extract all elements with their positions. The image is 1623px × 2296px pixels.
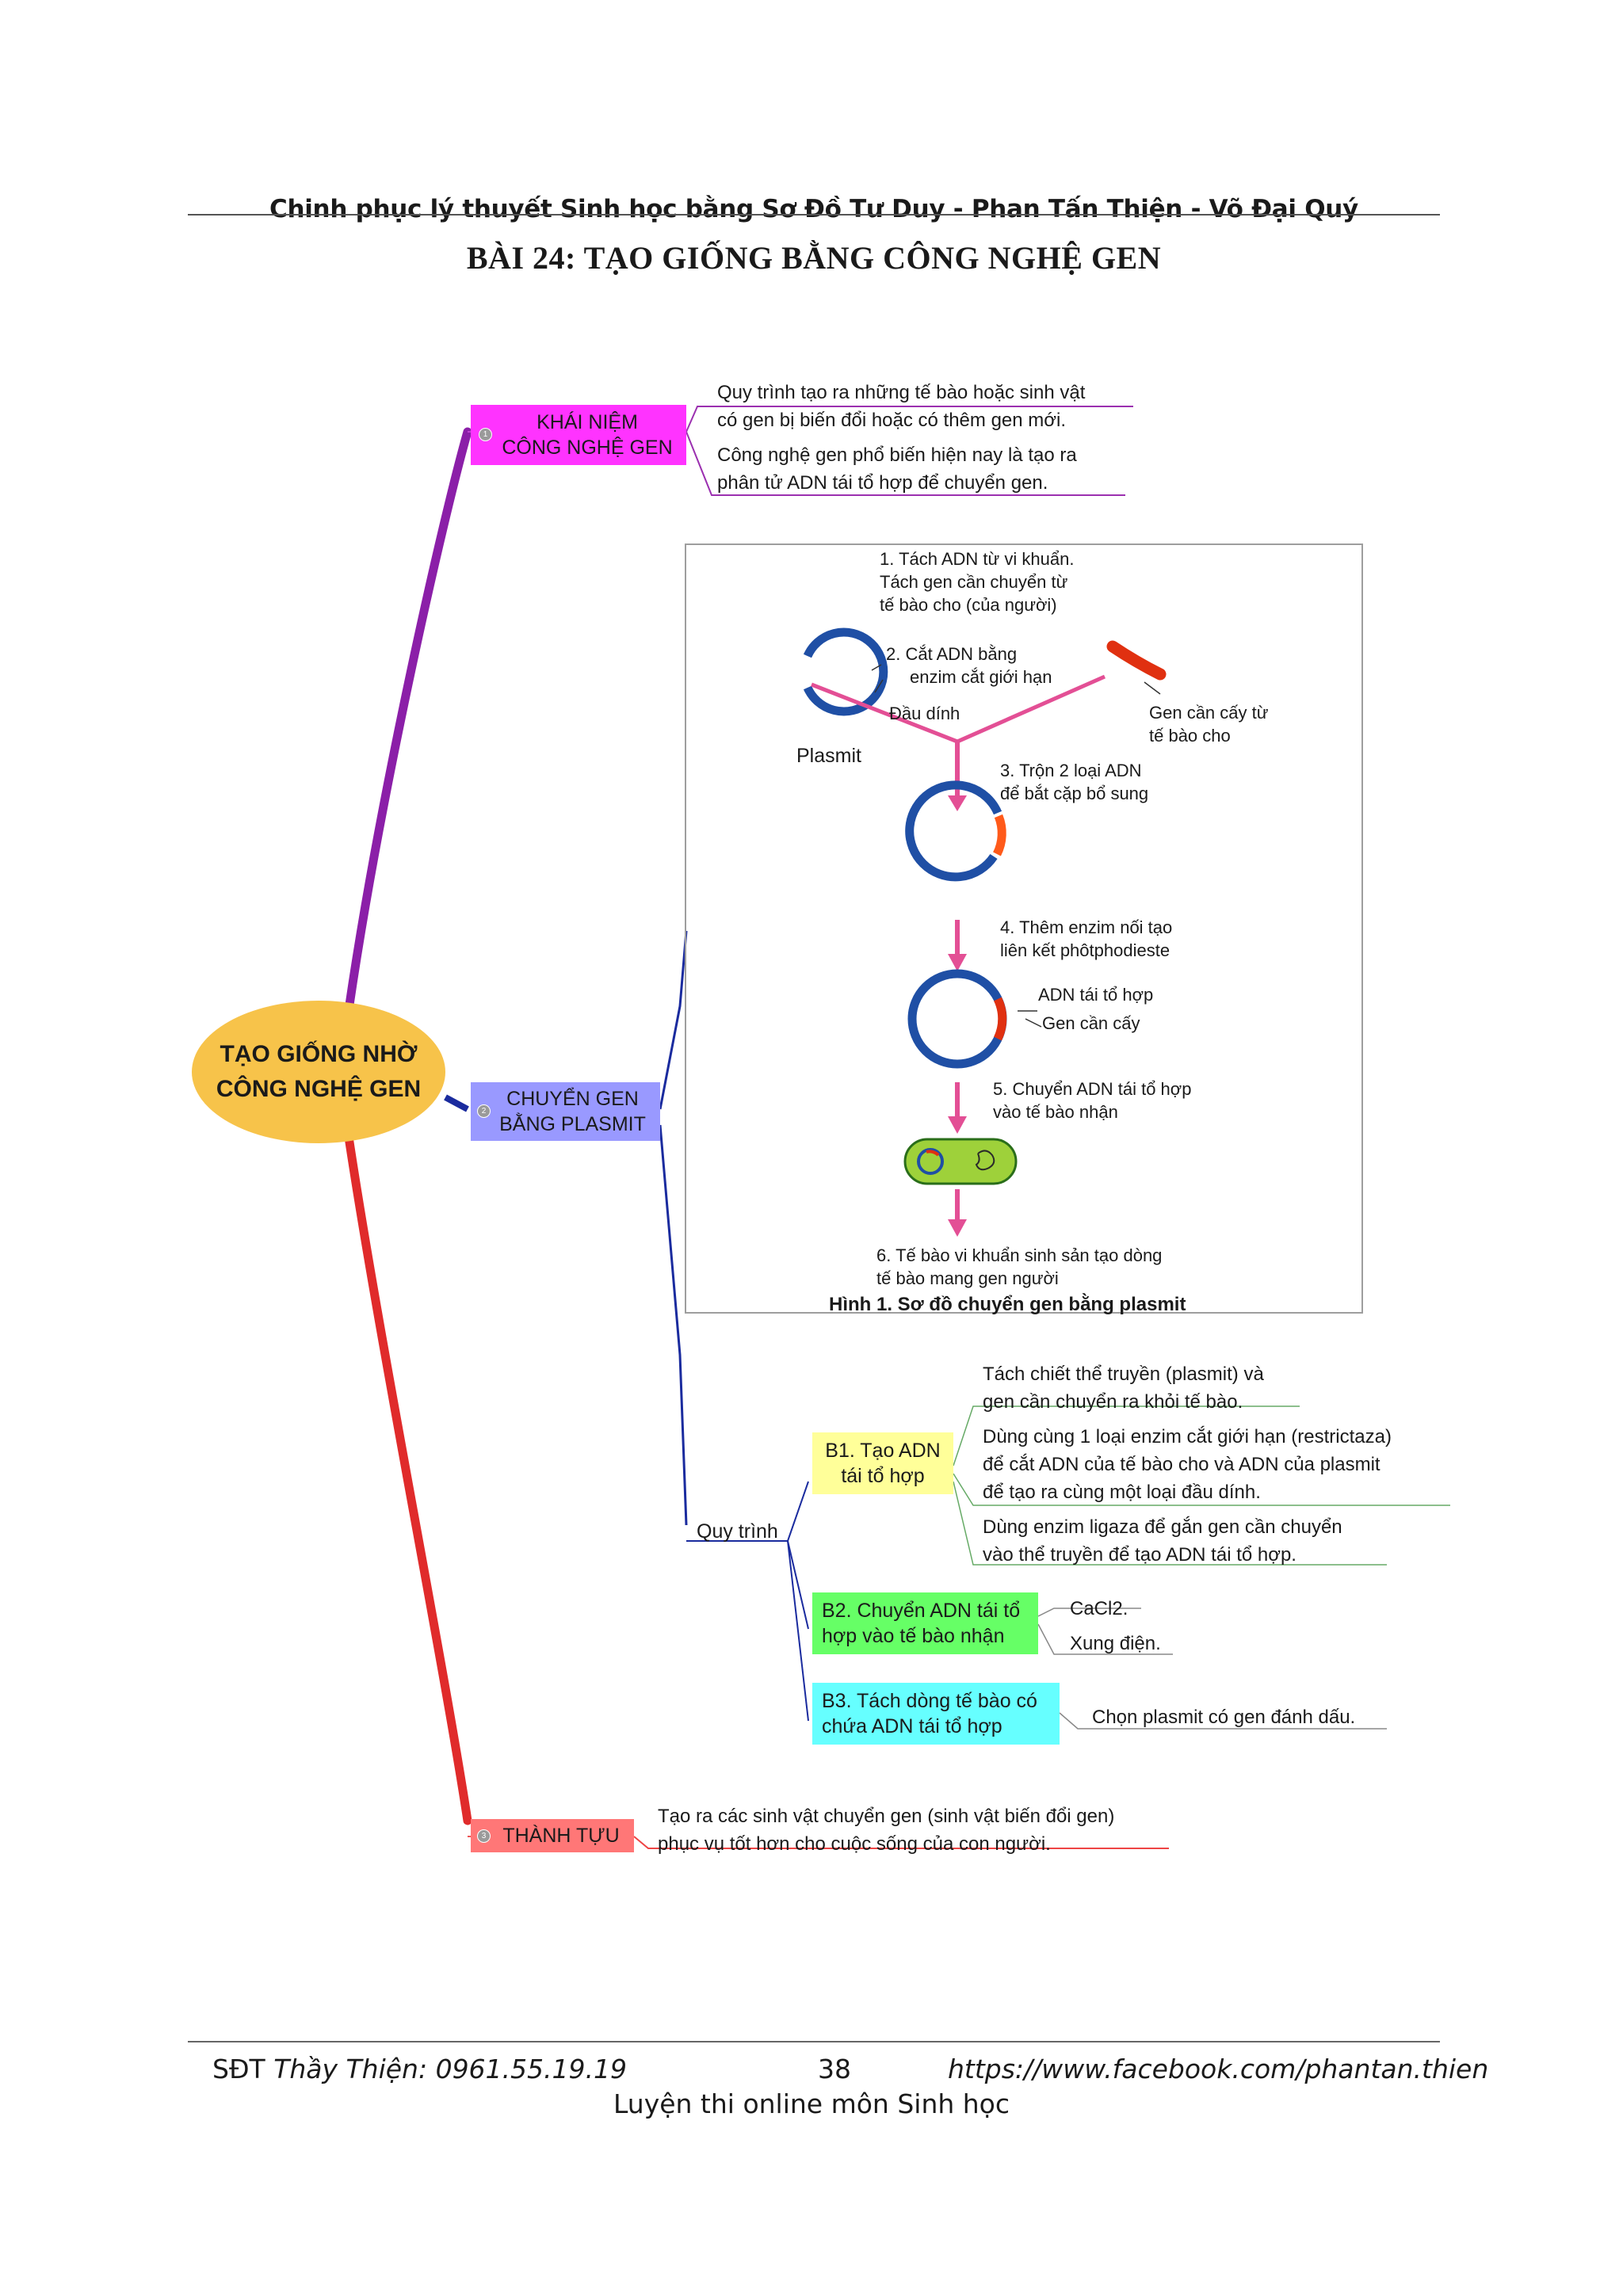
figure-caption: Hình 1. Sơ đồ chuyển gen bằng plasmit [829, 1294, 1186, 1315]
branch-khai-niem[interactable]: 1 KHÁI NIỆM CÔNG NGHỆ GEN [471, 405, 686, 465]
branch-chuyen-gen[interactable]: 2 CHUYỂN GEN BẰNG PLASMIT [471, 1082, 660, 1141]
root-node[interactable]: TẠO GIỐNG NHỜ CÔNG NGHỆ GEN [192, 1001, 445, 1143]
footer-subtitle: Luyện thi online môn Sinh học [613, 2088, 1010, 2119]
figure-transgene-label: Gen cần cấy [1042, 1013, 1140, 1033]
b1-item-1: Tách chiết thể truyền (plasmit) và gen c… [983, 1363, 1264, 1413]
root-label-line1: TẠO GIỐNG NHỜ [220, 1041, 418, 1067]
figure-step5: 5. Chuyển ADN tái tổ hợp vào tế bào nhận [993, 1079, 1192, 1122]
definition-text-2: Công nghệ gen phổ biến hiện nay là tạo r… [717, 444, 1077, 494]
figure-recombinant-label: ADN tái tổ hợp [1038, 985, 1154, 1005]
figure-sticky-end: Đầu dính [889, 704, 960, 723]
figure-step3: 3. Trộn 2 loại ADN để bắt cặp bổ sung [1000, 761, 1149, 803]
branch-label: THÀNH TỰU [502, 1825, 620, 1847]
footer-phone: SĐT Thầy Thiện: 0961.55.19.19 [212, 2054, 627, 2084]
branch-marker-3: 3 [477, 1829, 491, 1843]
b3-item-1: Chọn plasmit có gen đánh dấu. [1092, 1707, 1356, 1728]
branch-label-line1: KHÁI NIỆM [537, 411, 638, 433]
footer-url[interactable]: https://www.facebook.com/phantan.thien [948, 2054, 1489, 2084]
footer-divider [188, 2041, 1440, 2042]
b2-item-1: CaCl2. [1070, 1598, 1128, 1619]
branch-thanh-tuu[interactable]: 3 THÀNH TỰU [471, 1819, 634, 1852]
branch-label-line2: CÔNG NGHỆ GEN [502, 437, 673, 459]
branch-label-line1: CHUYỂN GEN [506, 1088, 639, 1110]
figure-step1: 1. Tách ADN từ vi khuẩn. Tách gen cần ch… [880, 549, 1075, 615]
b2-item-2: Xung điện. [1070, 1633, 1161, 1654]
figure-donor-gene: Gen cần cấy từ tế bào cho [1149, 703, 1269, 746]
figure-plasmid-label: Plasmit [796, 745, 861, 767]
lesson-title: BÀI 24: TẠO GIỐNG BẰNG CÔNG NGHỆ GEN [466, 240, 1162, 276]
branch-label-line2: BẰNG PLASMIT [499, 1113, 646, 1135]
achievement-text: Tạo ra các sinh vật chuyển gen (sinh vật… [658, 1806, 1115, 1855]
figure-step2: 2. Cắt ADN bằng enzim cắt giới hạn [886, 644, 1052, 687]
figure-step6: 6. Tế bào vi khuẩn sinh sản tạo dòng tế … [876, 1245, 1163, 1288]
branch-marker-2: 2 [477, 1104, 491, 1118]
plasmid-diagram [803, 627, 1167, 1237]
plasmid-figure [685, 543, 1363, 1314]
figure-step4: 4. Thêm enzim nối tạo liên kết phôtphodi… [1000, 917, 1173, 960]
header-divider [188, 214, 1440, 215]
b1-item-2: Dùng cùng 1 loại enzim cắt giới hạn (res… [983, 1426, 1392, 1503]
header-title: Chinh phục lý thuyết Sinh học bằng Sơ Đồ… [269, 195, 1358, 223]
step-b1[interactable]: B1. Tạo ADN tái tổ hợp [812, 1432, 953, 1494]
process-label[interactable]: Quy trình [697, 1520, 778, 1543]
b1-item-3: Dùng enzim ligaza để gắn gen cần chuyển … [983, 1516, 1342, 1566]
step-b2[interactable]: B2. Chuyển ADN tái tổ hợp vào tế bào nhậ… [812, 1592, 1038, 1654]
step-b3[interactable]: B3. Tách dòng tế bào có chứa ADN tái tổ … [812, 1683, 1060, 1745]
root-label-line2: CÔNG NGHỆ GEN [216, 1076, 422, 1102]
definition-text-1: Quy trình tạo ra những tế bào hoặc sinh … [717, 382, 1086, 431]
branch-marker-1: 1 [479, 428, 492, 441]
page-number: 38 [818, 2054, 851, 2084]
